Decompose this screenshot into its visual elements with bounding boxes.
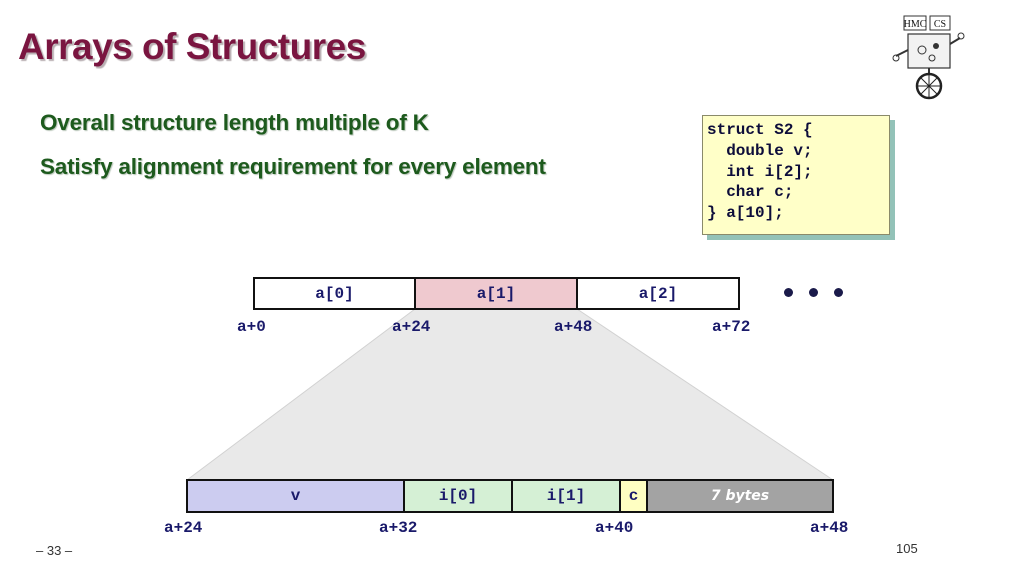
- code-line-4: char c;: [707, 183, 794, 202]
- struct-address-48: a+48: [810, 519, 849, 537]
- struct-address-40: a+40: [595, 519, 634, 537]
- array-address-24: a+24: [392, 318, 431, 336]
- array-cell-a2: a[2]: [576, 277, 740, 310]
- array-address-72: a+72: [712, 318, 751, 336]
- bullet-struct-length: Overall structure length multiple of K: [40, 110, 429, 135]
- field-v: v: [188, 481, 403, 511]
- more-elements-ellipsis: [784, 288, 846, 300]
- field-i1: i[1]: [511, 481, 619, 511]
- code-line-2: double v;: [707, 141, 813, 160]
- logo-hmc-text: HMC: [904, 19, 927, 30]
- code-line-1: struct S2 {: [707, 121, 813, 139]
- array-cell-a0: a[0]: [253, 277, 416, 310]
- ellipsis-dot: [834, 288, 843, 297]
- field-c: c: [619, 481, 646, 511]
- array-address-0: a+0: [237, 318, 266, 336]
- array-address-48: a+48: [554, 318, 593, 336]
- struct-address-32: a+32: [379, 519, 418, 537]
- field-i0: i[0]: [403, 481, 511, 511]
- ellipsis-dot: [809, 288, 818, 297]
- ellipsis-dot: [784, 288, 793, 297]
- code-line-3: int i[2];: [707, 162, 813, 181]
- slide-number: 105: [896, 541, 918, 556]
- struct-layout-row: v i[0] i[1] c 7 bytes: [186, 479, 834, 513]
- page-number: – 33 –: [36, 543, 73, 558]
- padding-7-bytes: 7 bytes: [646, 481, 832, 511]
- struct-address-24: a+24: [164, 519, 203, 537]
- hmc-cs-logo: HMC CS: [890, 10, 970, 102]
- array-cell-a1: a[1]: [414, 277, 578, 310]
- logo-cs-text: CS: [934, 19, 946, 30]
- code-line-5: } a[10];: [707, 204, 784, 223]
- struct-code-box: struct S2 { double v; int i[2]; char c; …: [702, 115, 890, 235]
- bullet-alignment: Satisfy alignment requirement for every …: [40, 154, 546, 179]
- page-title: Arrays of Structures: [18, 26, 366, 67]
